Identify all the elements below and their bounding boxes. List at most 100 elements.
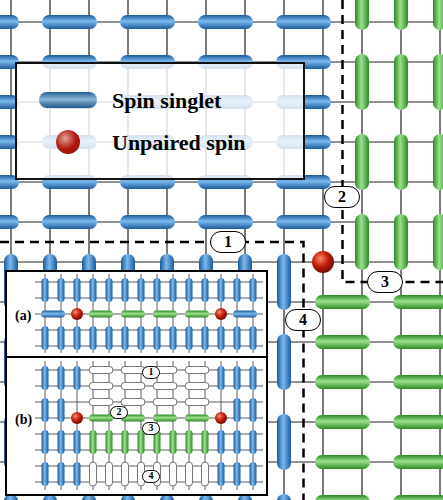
spin-singlet	[234, 278, 241, 302]
spin-singlet	[120, 215, 175, 229]
panel-label: (a)	[15, 308, 31, 324]
spin-singlet	[315, 295, 370, 309]
spin-singlet	[250, 430, 257, 454]
spin-singlet	[90, 430, 97, 454]
lattice-line	[35, 314, 263, 315]
lattice-line	[35, 466, 263, 467]
spin-singlet	[355, 54, 369, 110]
spin-singlet	[0, 15, 19, 29]
lattice-line	[35, 386, 263, 387]
spin-singlet	[315, 455, 370, 469]
spin-singlet	[89, 311, 113, 318]
unpaired-spin	[71, 412, 83, 424]
spin-singlet	[394, 0, 408, 30]
spin-singlet	[42, 15, 97, 29]
spin-singlet	[315, 335, 370, 349]
spin-singlet	[218, 366, 225, 390]
lattice-line	[35, 402, 263, 403]
spin-singlet	[121, 399, 145, 406]
spin-singlet	[0, 215, 19, 229]
spin-singlet	[250, 398, 257, 422]
spin-singlet	[58, 430, 65, 454]
spin-singlet	[202, 430, 209, 454]
spin-singlet	[233, 311, 257, 318]
spin-singlet	[202, 326, 209, 350]
spin-singlet	[218, 430, 225, 454]
spin-singlet	[218, 278, 225, 302]
spin-singlet	[42, 462, 49, 486]
spin-singlet	[277, 494, 291, 500]
spin-singlet	[393, 455, 443, 469]
callout-oval: 1	[210, 231, 246, 253]
spin-singlet	[120, 15, 175, 29]
spin-singlet	[89, 383, 113, 390]
spin-singlet	[433, 0, 443, 30]
spin-singlet	[122, 278, 129, 302]
spin-singlet	[433, 134, 443, 190]
inset-lattice	[35, 274, 263, 490]
spin-singlet	[138, 430, 145, 454]
spin-singlet	[74, 278, 81, 302]
spin-singlet	[393, 415, 443, 429]
callout-oval: 2	[110, 406, 128, 419]
spin-singlet	[198, 15, 253, 29]
spin-singlet	[42, 215, 97, 229]
spin-singlet	[276, 15, 331, 29]
spin-singlet	[234, 398, 241, 422]
spin-singlet	[186, 430, 193, 454]
callout-number: 4	[299, 312, 307, 328]
spin-singlet	[42, 430, 49, 454]
legend-entry: Unpaired spin	[17, 128, 303, 158]
callout-oval: 3	[142, 422, 160, 435]
spin-singlet	[153, 383, 177, 390]
spin-singlet	[42, 278, 49, 302]
legend-entry: Spin singlet	[17, 86, 303, 116]
spin-singlet	[170, 326, 177, 350]
spin-singlet	[42, 366, 49, 390]
spin-singlet	[198, 215, 253, 229]
callout-number: 1	[224, 234, 232, 250]
spin-singlet	[394, 134, 408, 190]
spin-singlet	[185, 399, 209, 406]
spin-singlet	[74, 462, 81, 486]
spin-singlet	[58, 462, 65, 486]
spin-singlet	[393, 375, 443, 389]
callout-oval: 4	[142, 470, 160, 483]
spin-singlet	[185, 367, 209, 374]
spin-singlet	[58, 398, 65, 422]
spin-singlet	[74, 326, 81, 350]
spin-singlet	[250, 278, 257, 302]
spin-singlet	[250, 366, 257, 390]
callout-oval: 2	[324, 186, 360, 208]
spin-singlet	[355, 214, 369, 270]
spin-singlet	[315, 495, 370, 500]
unpaired-spin	[215, 308, 227, 320]
callout-number: 4	[149, 471, 154, 481]
spin-singlet	[58, 278, 65, 302]
legend-swatch	[56, 130, 80, 154]
spin-singlet	[74, 366, 81, 390]
spin-singlet	[234, 430, 241, 454]
callout-oval: 1	[142, 366, 160, 379]
spin-singlet	[218, 326, 225, 350]
inset-frame: (a)(b)1234	[5, 270, 268, 496]
legend-box: Spin singletUnpaired spin	[15, 62, 305, 180]
domain-wall	[0, 242, 304, 500]
callout-number: 1	[149, 367, 154, 377]
spin-singlet	[74, 430, 81, 454]
spin-singlet	[170, 462, 177, 486]
spin-singlet	[58, 326, 65, 350]
spin-singlet	[122, 326, 129, 350]
unpaired-spin	[71, 308, 83, 320]
spin-singlet	[185, 383, 209, 390]
spin-singlet	[153, 415, 177, 422]
callout-number: 3	[381, 274, 389, 290]
spin-singlet	[153, 311, 177, 318]
callout-oval: 3	[367, 271, 403, 293]
panel-separator	[5, 356, 268, 358]
spin-singlet	[90, 326, 97, 350]
lattice-line	[0, 261, 443, 262]
spin-singlet	[355, 0, 369, 30]
